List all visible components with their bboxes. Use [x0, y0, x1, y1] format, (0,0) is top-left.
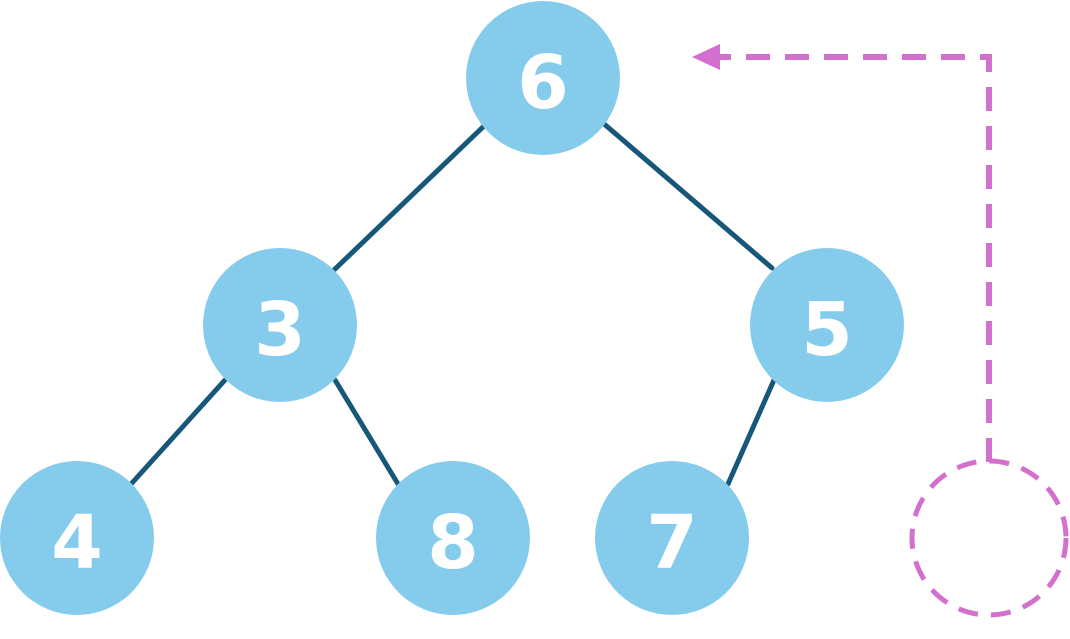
node-level1-right-label: 5	[801, 287, 853, 373]
edge-6-3	[331, 123, 487, 273]
node-level1-left-circle	[203, 248, 357, 402]
moved-value-annotation	[692, 44, 1069, 618]
node-level1-right: 5	[750, 248, 904, 402]
node-level1-right-circle	[750, 248, 904, 402]
edge-3-8	[332, 377, 401, 487]
tree-edges	[129, 120, 777, 487]
edge-5-7	[725, 377, 777, 487]
tree-nodes: 6 3 5 4 8 7	[0, 1, 904, 615]
node-level2-left-left-label: 4	[51, 500, 103, 586]
node-level1-left-label: 3	[254, 287, 306, 373]
node-level2-left-right-label: 8	[427, 500, 479, 586]
node-level2-right-left: 7	[595, 461, 749, 615]
arrowhead-icon	[692, 44, 720, 70]
edge-3-4	[129, 377, 228, 486]
node-root: 6	[466, 1, 620, 155]
node-root-circle	[466, 1, 620, 155]
edge-6-5	[600, 120, 775, 271]
node-level2-right-left-label: 7	[646, 500, 698, 586]
node-level1-left: 3	[203, 248, 357, 402]
node-level2-left-right-circle	[376, 461, 530, 615]
empty-slot-dashed-circle	[909, 458, 1069, 618]
node-level2-right-left-circle	[595, 461, 749, 615]
node-level2-left-right: 8	[376, 461, 530, 615]
node-level2-left-left-circle	[0, 461, 154, 615]
node-root-label: 6	[517, 40, 569, 126]
dashed-arrow-to-root	[718, 54, 992, 462]
node-level2-left-left: 4	[0, 461, 154, 615]
